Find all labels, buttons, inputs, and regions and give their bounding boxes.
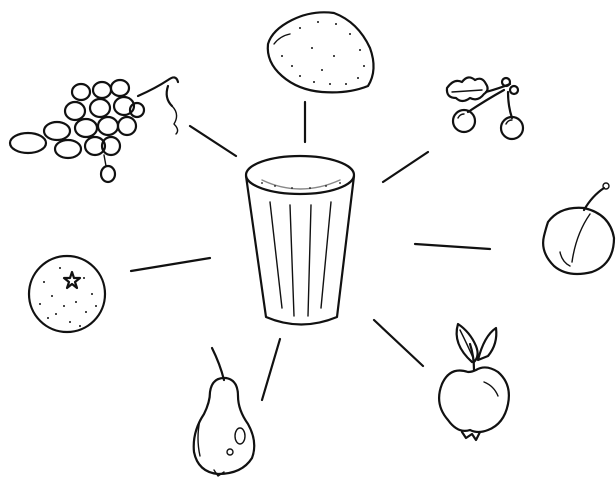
connector-pear: [262, 339, 280, 400]
orange-icon: [29, 256, 105, 332]
lemon-icon: [268, 12, 374, 92]
pear-icon: [194, 348, 255, 476]
connector-orange: [131, 258, 210, 271]
cherries-icon: [447, 77, 523, 139]
connector-cherries: [383, 152, 428, 182]
connector-grapes: [190, 126, 236, 156]
apple-icon: [439, 324, 509, 440]
grapes-icon: [10, 77, 178, 182]
connector-plum: [415, 244, 490, 249]
connector-lines: [131, 102, 490, 400]
drinking-glass-icon: [246, 156, 354, 325]
plum-icon: [543, 183, 614, 274]
connector-apple: [374, 320, 423, 366]
